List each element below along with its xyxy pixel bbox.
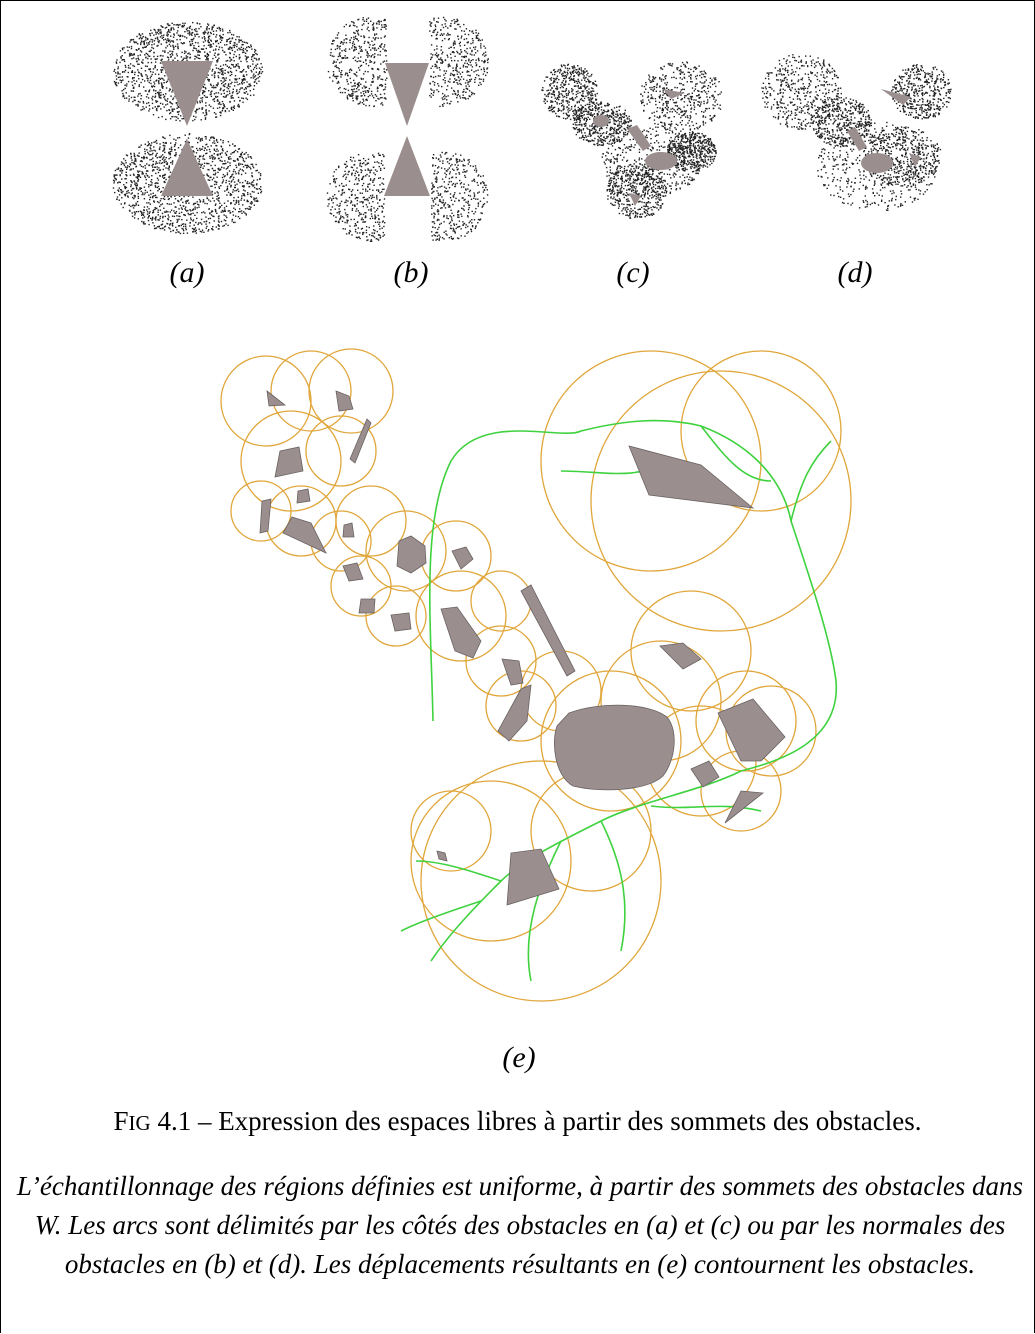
caption-prefix-first: F xyxy=(113,1106,128,1136)
obstacle xyxy=(502,659,523,685)
description-part1: L’échantillonnage des régions définies e… xyxy=(17,1171,1023,1201)
panel-label-e: (e) xyxy=(459,1041,579,1075)
panel-e-diagram xyxy=(1,1,1034,1021)
obstacle xyxy=(437,851,447,861)
path-segment xyxy=(791,441,831,521)
obstacle xyxy=(691,761,719,787)
caption-prefix-rest: IG xyxy=(129,1111,151,1135)
path-segment xyxy=(601,821,625,951)
obstacle xyxy=(359,599,375,613)
obstacle xyxy=(275,447,303,477)
obstacle xyxy=(507,849,559,905)
obstacle xyxy=(267,391,285,406)
obstacle xyxy=(452,547,473,569)
obstacle xyxy=(660,643,701,669)
obstacle xyxy=(391,613,411,631)
figure-caption: FIG 4.1 – Expression des espaces libres … xyxy=(1,1106,1034,1137)
caption-text: Expression des espaces libres à partir d… xyxy=(218,1106,921,1136)
description-part2: . Les arcs sont délimités par les côtés … xyxy=(55,1210,1006,1279)
arc xyxy=(271,351,351,431)
figure-description: L’échantillonnage des régions définies e… xyxy=(15,1167,1025,1284)
obstacle xyxy=(629,446,753,508)
caption-number: 4.1 xyxy=(157,1106,191,1136)
obstacle xyxy=(397,536,426,573)
arc xyxy=(221,356,311,446)
arc xyxy=(411,791,491,871)
obstacle xyxy=(343,563,363,581)
obstacle xyxy=(350,419,371,463)
description-symbol: W xyxy=(35,1210,55,1240)
obstacle xyxy=(260,499,271,533)
obstacle xyxy=(283,517,326,553)
obstacle xyxy=(521,585,575,676)
path-segment xyxy=(401,901,481,931)
path-segment xyxy=(431,771,741,961)
panel-e-paths xyxy=(401,421,836,981)
obstacle xyxy=(554,705,674,790)
obstacle xyxy=(718,699,785,761)
obstacle xyxy=(297,489,310,503)
obstacle xyxy=(343,523,354,537)
panel-e-obstacles xyxy=(260,391,785,905)
arc xyxy=(471,571,531,631)
